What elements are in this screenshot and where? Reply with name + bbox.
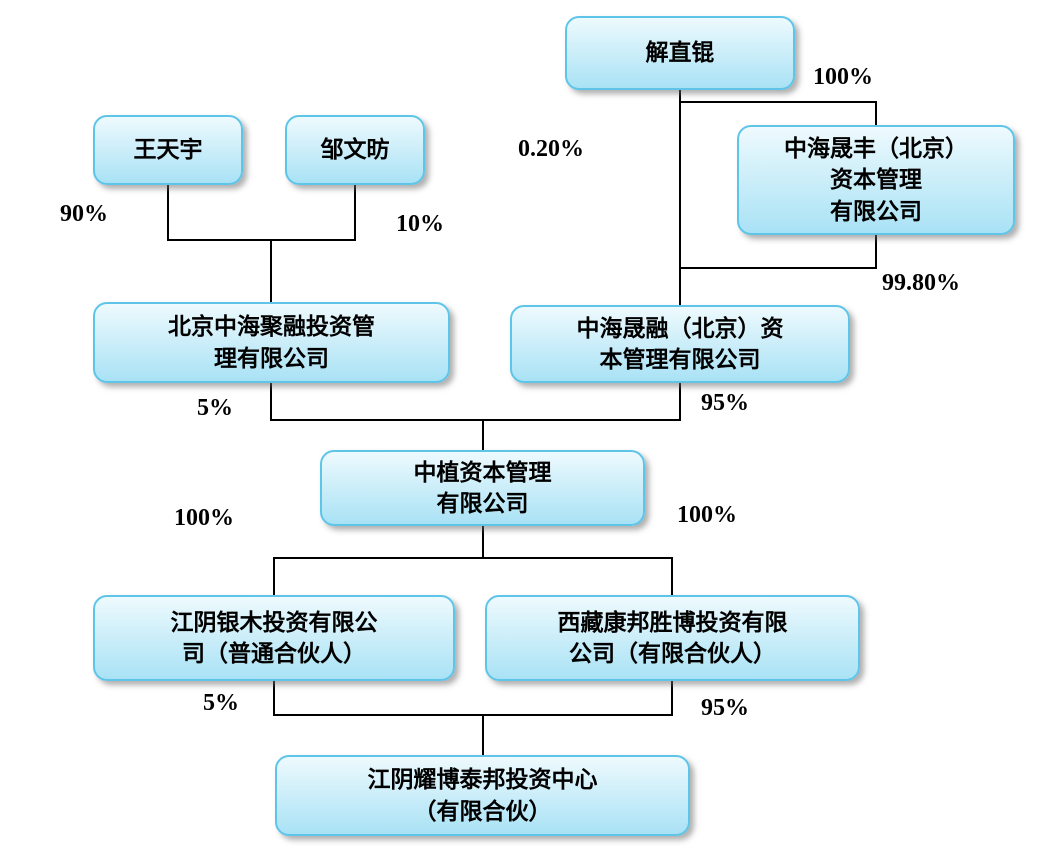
node-wang-tianyu: 王天宇: [93, 115, 243, 185]
pct-jurong-to-zhongzhi: 5%: [197, 395, 233, 421]
edge-split-to-partners: [273, 557, 673, 595]
node-jiangyin-yaobo-label: 江阴耀博泰邦投资中心 （有限合伙）: [367, 767, 598, 824]
pct-zou-to-jurong: 10%: [396, 211, 444, 237]
node-zhonghai-shengfeng: 中海晟丰（北京） 资本管理 有限公司: [737, 125, 1015, 235]
node-jiangyin-yinmu-label: 江阴银木投资有限公 司（普通合伙人）: [170, 609, 378, 666]
node-zou-wenfang-label: 邹文昉: [320, 137, 390, 163]
edge-xie-to-shengfeng: [680, 101, 877, 125]
pct-wang-to-jurong: 90%: [60, 201, 108, 227]
pct-xie-to-shengrong: 0.20%: [518, 136, 584, 162]
pct-zhongzhi-to-yinmu: 100%: [174, 505, 234, 531]
node-xizang-kangbang: 西藏康邦胜博投资有限 公司（有限合伙人）: [485, 595, 860, 681]
node-zhongzhi-capital: 中植资本管理 有限公司: [320, 450, 645, 526]
node-xie-zhikun: 解直锟: [565, 16, 795, 90]
node-beijing-zhonghai-jurong-label: 北京中海聚融投资管 理有限公司: [168, 314, 375, 371]
node-zou-wenfang: 邹文昉: [285, 115, 425, 185]
pct-kangbang-to-yaobo: 95%: [701, 695, 749, 721]
node-jiangyin-yaobo: 江阴耀博泰邦投资中心 （有限合伙）: [275, 755, 690, 836]
pct-shengfeng-to-shengrong: 99.80%: [882, 270, 960, 296]
node-xie-zhikun-label: 解直锟: [645, 40, 715, 66]
pct-yinmu-to-yaobo: 5%: [203, 690, 239, 716]
node-jiangyin-yinmu: 江阴银木投资有限公 司（普通合伙人）: [93, 595, 455, 681]
node-zhonghai-shengrong-label: 中海晟融（北京）资 本管理有限公司: [576, 315, 784, 372]
pct-zhongzhi-to-kangbang: 100%: [677, 502, 737, 528]
node-xizang-kangbang-label: 西藏康邦胜博投资有限 公司（有限合伙人）: [557, 609, 788, 666]
node-wang-tianyu-label: 王天宇: [133, 137, 203, 163]
edge-shengfeng-to-shengrong: [680, 235, 877, 269]
edge-wang-zou-merge: [167, 185, 356, 241]
node-zhongzhi-capital-label: 中植资本管理 有限公司: [413, 459, 552, 516]
pct-xie-to-shengfeng: 100%: [813, 64, 873, 90]
edge-jurong-shengrong-merge: [270, 383, 681, 421]
edge-yinmu-kangbang-merge: [273, 681, 673, 716]
node-zhonghai-shengfeng-label: 中海晟丰（北京） 资本管理 有限公司: [784, 136, 968, 224]
node-zhonghai-shengrong: 中海晟融（北京）资 本管理有限公司: [510, 305, 850, 383]
node-beijing-zhonghai-jurong: 北京中海聚融投资管 理有限公司: [93, 302, 450, 383]
pct-shengrong-to-zhongzhi: 95%: [701, 390, 749, 416]
